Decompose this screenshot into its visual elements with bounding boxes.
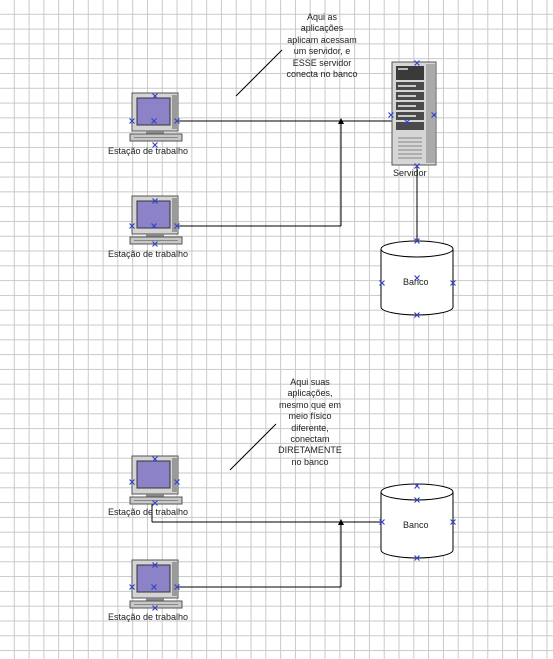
annotation-note-top: Aqui as aplicações aplicam acessam um se…	[276, 12, 368, 80]
note-line: no banco	[291, 456, 329, 467]
database-label-bottom: Banco	[403, 520, 429, 530]
workstation-1-top[interactable]	[129, 92, 183, 142]
arrowhead-top	[338, 118, 344, 124]
workstation-2-bottom-label: Estação de trabalho	[108, 612, 189, 622]
workstation-2-top[interactable]	[129, 195, 183, 245]
note-line: um servidor, e	[293, 46, 351, 57]
workstation-2-top-label: Estação de trabalho	[108, 249, 189, 259]
server-label: Servidor	[393, 168, 427, 178]
workstation-1-top-label: Estação de trabalho	[108, 146, 189, 156]
arrowhead-bottom	[338, 519, 344, 525]
server-icon[interactable]	[391, 61, 437, 166]
note-line: aplicam acessam	[287, 34, 357, 45]
note-line: ESSE servidor	[292, 57, 352, 68]
note-line: aplicações,	[287, 388, 333, 399]
database-cylinder-top[interactable]	[380, 240, 454, 316]
note-leader-line-top	[235, 49, 283, 97]
note-line: Aqui as	[306, 12, 338, 22]
workstation-1-bottom-label: Estação de trabalho	[108, 507, 189, 517]
database-label-top: Banco	[403, 277, 429, 287]
note-line: aplicações	[300, 23, 344, 34]
note-leader-line-bottom	[229, 423, 277, 471]
workstation-2-bottom[interactable]	[129, 559, 183, 609]
database-cylinder-bottom[interactable]	[380, 483, 454, 559]
note-line: DIRETAMENTE	[278, 445, 342, 456]
note-line: diferente,	[291, 422, 329, 433]
note-line: mesmo que em	[278, 399, 342, 410]
note-line: Aqui suas	[290, 377, 330, 387]
annotation-note-bottom: Aqui suas aplicações, mesmo que em meio …	[268, 377, 352, 468]
note-line: conecta no banco	[286, 69, 358, 80]
note-line: conectam	[290, 434, 330, 445]
note-line: meio físico	[288, 411, 332, 422]
